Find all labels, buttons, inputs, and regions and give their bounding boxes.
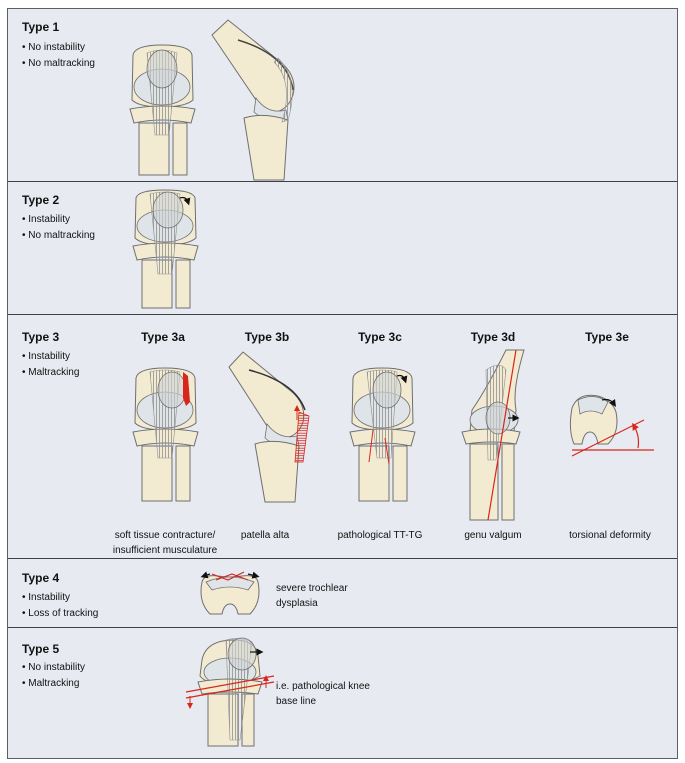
section-divider (8, 314, 677, 315)
section-divider (8, 181, 677, 182)
note-line: base line (276, 696, 317, 707)
bullet: Instability (22, 212, 95, 228)
type1-knee-front-illustration (129, 44, 196, 176)
note-line: severe trochlear (276, 583, 348, 594)
type4-title: Type 4 (22, 571, 60, 585)
bullet: No maltracking (22, 228, 95, 244)
type5-knee-illustration (185, 637, 275, 747)
type3d-leg-illustration (461, 349, 525, 521)
type4-bullets: Instability Loss of tracking (22, 590, 98, 622)
type3a-title: Type 3a (141, 330, 185, 344)
type1-bullets: No instability No maltracking (22, 40, 95, 72)
type3c-title: Type 3c (358, 330, 402, 344)
type3a-knee-illustration (132, 367, 199, 502)
type2-bullets: Instability No maltracking (22, 212, 95, 244)
type3c-caption: pathological TT-TG (325, 528, 435, 543)
type5-note: i.e. pathological knee base line (276, 679, 370, 709)
caption-line: torsional deformity (569, 530, 651, 541)
caption-line: genu valgum (464, 530, 522, 541)
caption-line: soft tissue contracture/ (114, 530, 216, 541)
type3b-knee-side-illustration (228, 351, 310, 503)
type4-trochlea-illustration (200, 571, 260, 615)
type3-title: Type 3 (22, 330, 60, 344)
type4-note: severe trochlear dysplasia (276, 581, 348, 611)
bullet: Instability (22, 590, 98, 606)
type1-title: Type 1 (22, 20, 60, 34)
type2-title: Type 2 (22, 193, 60, 207)
caption-line: pathological TT-TG (337, 530, 423, 541)
type5-bullets: No instability Maltracking (22, 660, 85, 692)
type3a-caption: soft tissue contracture/ insufficient mu… (100, 528, 230, 558)
caption-line: patella alta (240, 530, 290, 541)
type3-bullets: Instability Maltracking (22, 349, 79, 381)
type3d-caption: genu valgum (448, 528, 538, 543)
note-line: i.e. pathological knee (276, 681, 370, 692)
bullet: Maltracking (22, 676, 85, 692)
bullet: Loss of tracking (22, 606, 98, 622)
type3e-axial-illustration (569, 394, 654, 457)
bullet: No maltracking (22, 56, 95, 72)
type2-knee-front-illustration (132, 189, 199, 309)
caption-line: insufficient musculature (112, 545, 218, 556)
type3c-knee-illustration (349, 367, 416, 502)
bullet: No instability (22, 40, 95, 56)
type3e-caption: torsional deformity (555, 528, 665, 543)
type1-knee-side-illustration (211, 19, 295, 181)
type5-title: Type 5 (22, 642, 60, 656)
type3b-caption: patella alta (215, 528, 315, 543)
bullet: Instability (22, 349, 79, 365)
bullet: Maltracking (22, 365, 79, 381)
bullet: No instability (22, 660, 85, 676)
section-divider (8, 627, 677, 628)
figure-panel (7, 8, 678, 759)
section-divider (8, 558, 677, 559)
type3b-title: Type 3b (244, 330, 290, 344)
type3d-title: Type 3d (470, 330, 516, 344)
type3e-title: Type 3e (585, 330, 629, 344)
note-line: dysplasia (276, 598, 318, 609)
